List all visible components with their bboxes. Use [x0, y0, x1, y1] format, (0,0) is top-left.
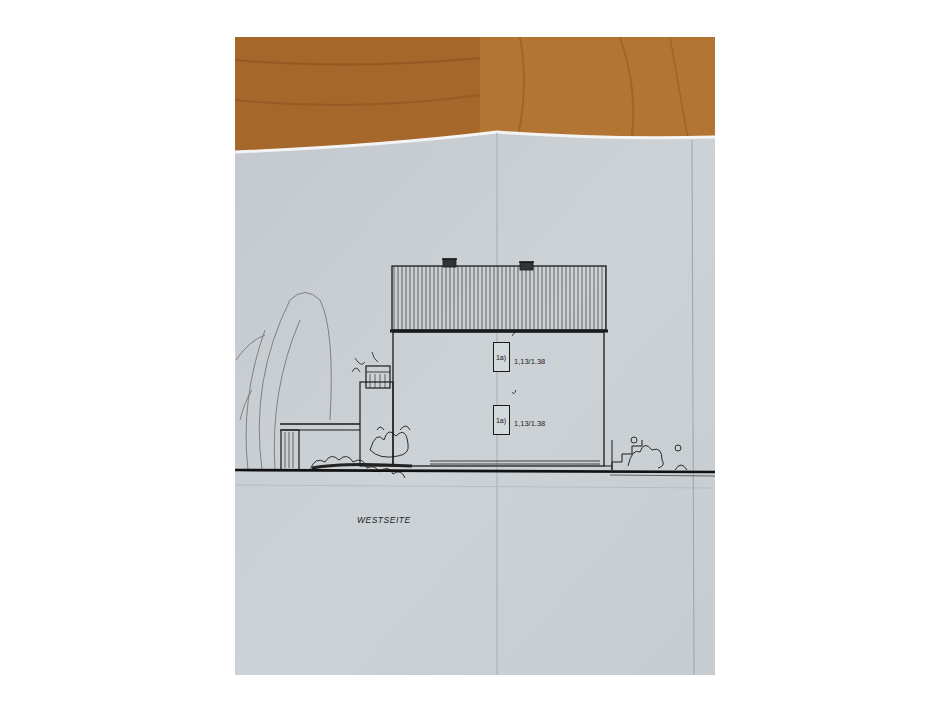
view-caption: WESTSEITE: [357, 515, 411, 525]
window-dimension: 1,13/1.38: [514, 419, 545, 428]
house-elevation: [390, 259, 608, 466]
window-dimension: 1,13/1.38: [514, 357, 545, 366]
tree-sketch: [236, 293, 331, 471]
window-box: 1a): [493, 405, 510, 435]
paper-sheet: [235, 132, 715, 675]
ground-line: [235, 470, 715, 472]
fold-line: [496, 133, 498, 675]
window-box: 1a): [493, 342, 510, 372]
fold-line: [692, 140, 694, 675]
annex: [352, 352, 393, 466]
window-label: 1a): [496, 354, 506, 361]
fold-line: [235, 485, 715, 488]
window-label: 1a): [496, 417, 506, 424]
stairs: [604, 440, 642, 470]
